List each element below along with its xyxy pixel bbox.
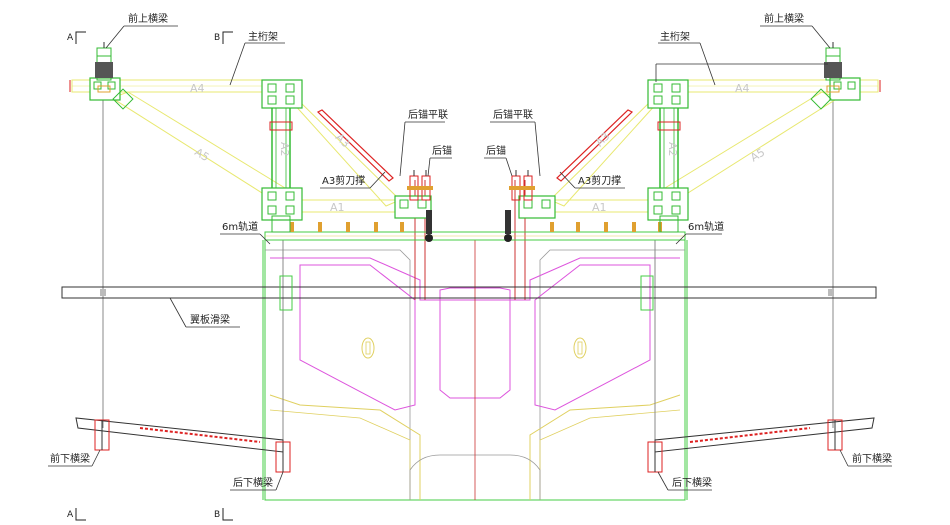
member-label-a1-right: A1 [592,201,607,214]
member-label-a2-left: A2 [278,142,291,157]
label-main-truss-right: 主桁架 [660,30,690,43]
member-label-a3-left: A3 [333,131,352,150]
member-label-a4-right: A4 [735,82,750,95]
label-a3-scissor-brace-left: A3剪刀撑 [322,174,365,187]
label-front-lower-beam-left: 前下横梁 [50,452,90,465]
hanger-rods [102,85,834,450]
label-rear-anchor-left: 后锚 [432,145,452,157]
label-front-upper-beam-right: 前上横梁 [764,12,804,25]
member-label-a5-right: A5 [748,146,767,165]
member-label-a4-left: A4 [190,82,205,95]
label-front-lower-beam-right: 前下横梁 [852,452,892,465]
track-pins [290,222,662,232]
box-girder-section [262,239,688,501]
wing-slide-beam [61,275,877,311]
section-mark-b-top: B [214,33,220,43]
right-lower-beams [647,417,875,473]
member-label-a5-left: A5 [192,145,211,164]
label-rear-lower-beam-right: 后下横梁 [672,476,712,489]
label-rear-anchor-bracing-right: 后锚平联 [493,109,533,121]
left-lower-beams [75,417,291,473]
right-rear-anchor [504,170,535,242]
label-rear-anchor-right: 后锚 [486,145,506,157]
label-track-6m-left: 6m轨道 [222,220,258,233]
label-rear-anchor-bracing-left: 后锚平联 [408,109,448,121]
section-mark-b-bottom: B [214,510,220,520]
left-main-truss [69,42,432,233]
section-mark-a-bottom: A [67,510,74,520]
label-a3-scissor-brace-right: A3剪刀撑 [578,174,621,187]
label-front-upper-beam-left: 前上横梁 [128,12,168,25]
label-track-6m-right: 6m轨道 [688,220,724,233]
section-marks: A B A B [67,31,233,521]
member-label-a3-right: A3 [593,130,612,149]
callouts: 前上横梁 主桁架 后锚平联 后锚 A3剪刀撑 6m轨道 翼板滑梁 前下横梁 后下… [48,12,892,491]
label-wing-slide-beam: 翼板滑梁 [190,313,230,326]
member-label-a1-left: A1 [330,201,345,214]
member-label-a2-right: A2 [666,142,679,157]
label-main-truss-left: 主桁架 [248,30,278,43]
track-beam [264,231,686,241]
manhole-left [361,337,375,359]
manhole-right [573,337,587,359]
left-rear-anchor [407,170,433,242]
section-mark-a-top: A [67,33,74,43]
label-rear-lower-beam-left: 后下横梁 [233,476,273,489]
right-main-truss [518,42,881,233]
